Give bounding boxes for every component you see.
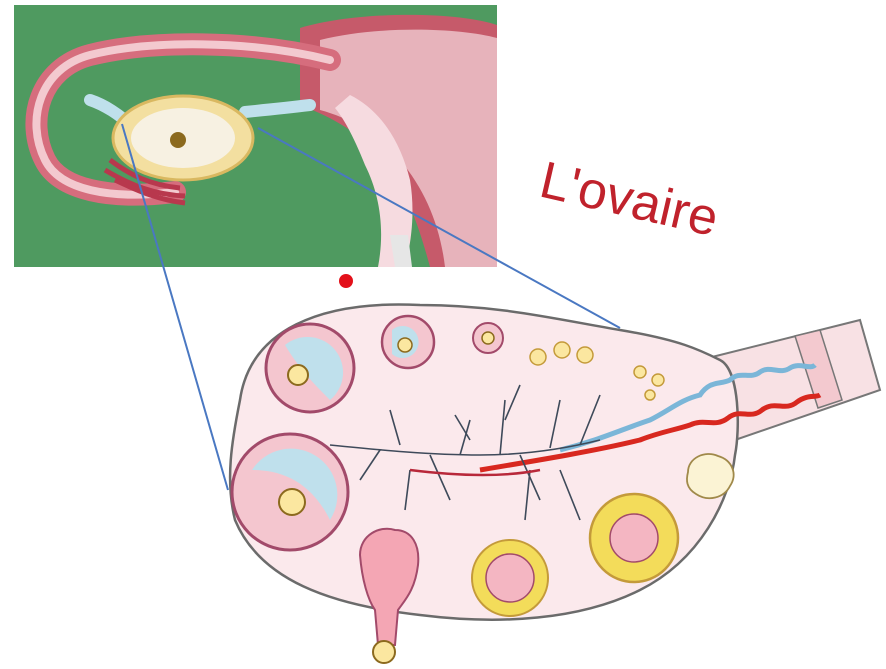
early-corpus-luteum-center — [486, 554, 534, 602]
red-dot — [339, 274, 353, 288]
ovulation-rupture — [360, 529, 418, 645]
tertiary-follicle-oocyte — [288, 365, 308, 385]
ovarian-ligament — [245, 105, 310, 112]
mature-follicle-oocyte — [279, 489, 305, 515]
uterus-photo — [14, 5, 497, 267]
primary-follicle-oocyte — [482, 332, 494, 344]
ovary-section — [230, 304, 880, 663]
photo-follicle — [170, 132, 186, 148]
released-oocyte — [373, 641, 395, 663]
corpus-albicans — [687, 454, 734, 498]
secondary-follicle-oocyte — [398, 338, 412, 352]
corpus-luteum-center — [610, 514, 658, 562]
